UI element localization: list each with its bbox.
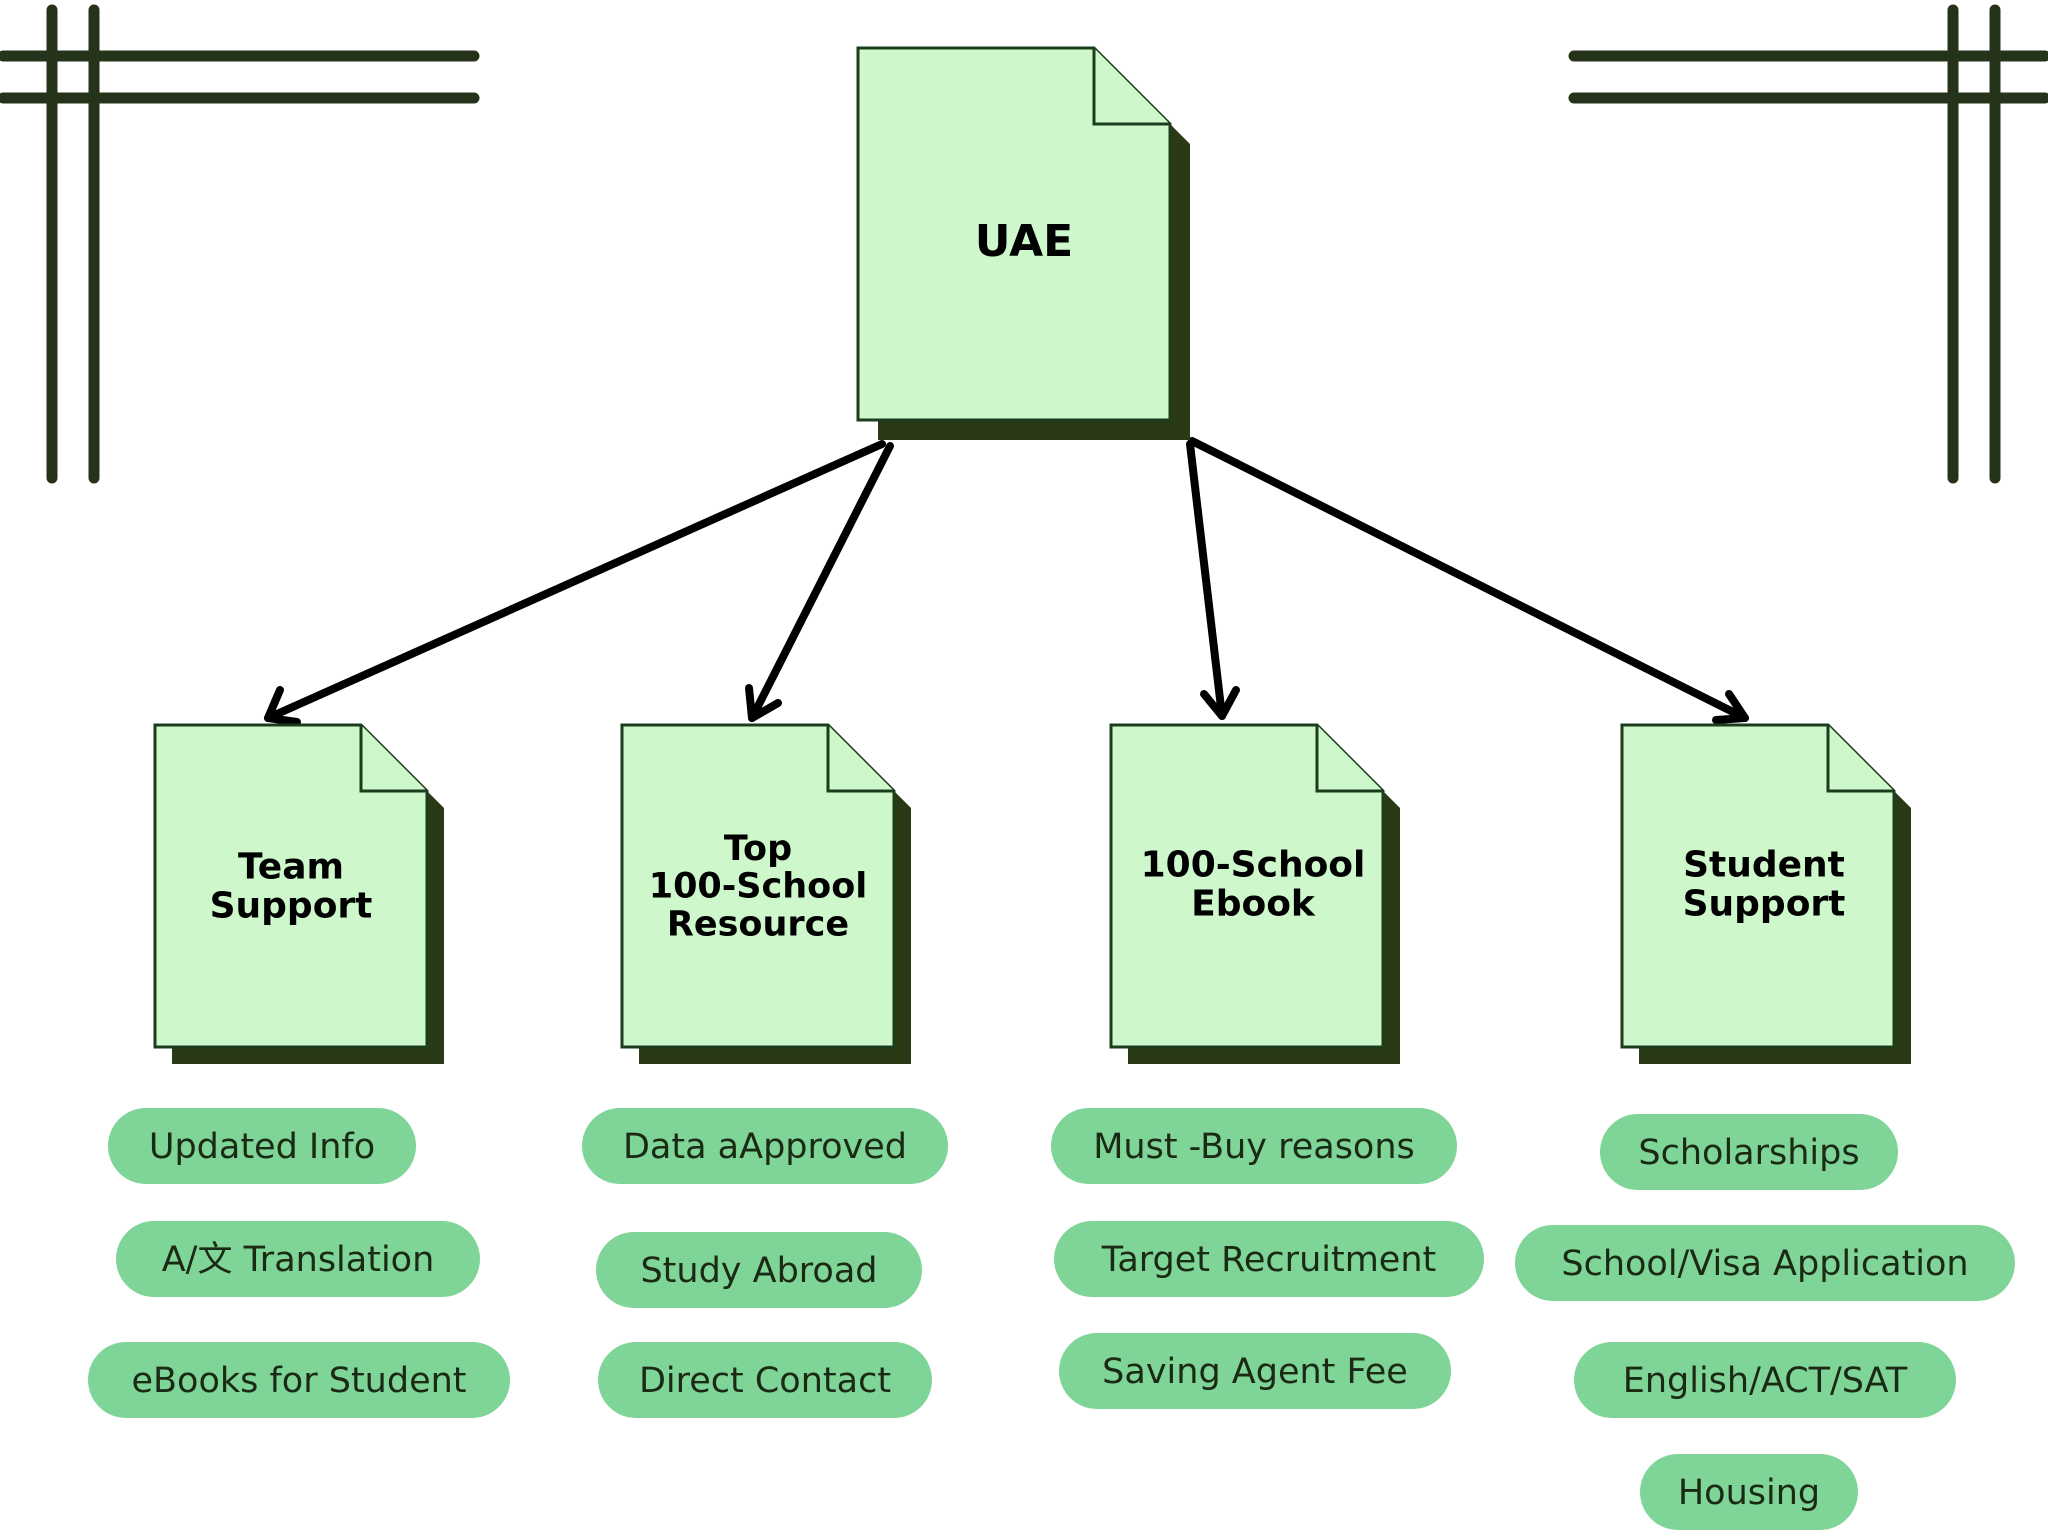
pill-background: [598, 1342, 932, 1418]
root-doc-shape-fold: [1092, 48, 1170, 126]
arrow-head-team-support: [264, 686, 301, 726]
category-doc-team-fold: [359, 725, 427, 793]
pill-ebook-2: Saving Agent Fee: [1059, 1333, 1451, 1409]
pill-label: eBooks for Student: [131, 1361, 466, 1401]
pill-background: [582, 1108, 948, 1184]
category-doc-ebook-fold: [1315, 725, 1383, 793]
category-title-resource-line-1: 100-School: [649, 867, 868, 907]
pill-label: Updated Info: [149, 1127, 375, 1167]
category-title-student-line-1: Support: [1683, 883, 1846, 924]
arrow-to-top-100-school-resource: [748, 442, 894, 722]
corner-frame-right: [1568, 4, 2048, 484]
pill-background: [1600, 1114, 1898, 1190]
pill-student-3: Housing: [1640, 1454, 1858, 1530]
root-document-node: UAE: [856, 46, 1190, 440]
pill-background: [1054, 1221, 1484, 1297]
pill-label: Target Recruitment: [1101, 1240, 1436, 1280]
pill-resource-1: Study Abroad: [596, 1232, 922, 1308]
category-doc-ebook-page: [1109, 723, 1385, 1049]
pill-ebook-1: Target Recruitment: [1054, 1221, 1484, 1297]
pill-background: [1059, 1333, 1451, 1409]
arrow-to-100-school-ebook: [1186, 440, 1226, 720]
pill-label: A/文 Translation: [162, 1240, 435, 1280]
pill-background: [116, 1221, 480, 1297]
root-title: UAE: [975, 216, 1073, 267]
arrow-head-student-support: [1712, 690, 1749, 724]
category-document-nodes: TeamSupportTop100-SchoolResource100-Scho…: [153, 723, 1911, 1064]
category-title-ebook-line-0: 100-School: [1141, 845, 1366, 886]
pill-student-0: Scholarships: [1600, 1114, 1898, 1190]
pill-background: [1640, 1454, 1858, 1530]
pill-resource-2: Direct Contact: [598, 1342, 932, 1418]
pill-label: Must -Buy reasons: [1093, 1127, 1415, 1167]
category-title-resource-line-0: Top: [724, 829, 792, 869]
pill-label: English/ACT/SAT: [1623, 1361, 1908, 1401]
pill-label: Study Abroad: [640, 1251, 877, 1291]
category-doc-resource-page: [620, 723, 896, 1049]
arrow-head-100-school-ebook: [1200, 686, 1240, 720]
category-title-resource-line-2: Resource: [667, 904, 849, 944]
category-doc-student-page: [1620, 723, 1896, 1049]
pill-student-1: School/Visa Application: [1515, 1225, 2015, 1301]
pill-label: Data aApproved: [623, 1127, 907, 1167]
root-doc-shape-page: [856, 46, 1172, 422]
category-title-team-line-1: Support: [210, 885, 373, 926]
category-title-ebook-line-1: Ebook: [1191, 883, 1316, 924]
pill-label: Scholarships: [1638, 1133, 1859, 1173]
pill-team-1: A/文 Translation: [116, 1221, 480, 1297]
pill-background: [88, 1342, 510, 1418]
pill-team-0: Updated Info: [108, 1108, 416, 1184]
category-title-team-line-0: Team: [238, 847, 344, 888]
category-doc-resource-fold: [826, 725, 894, 793]
arrow-to-team-support: [264, 440, 886, 722]
pill-label: Housing: [1678, 1473, 1820, 1513]
pill-student-2: English/ACT/SAT: [1574, 1342, 1956, 1418]
pill-label: Saving Agent Fee: [1102, 1352, 1408, 1392]
pill-ebook-0: Must -Buy reasons: [1051, 1108, 1457, 1184]
pill-background: [1574, 1342, 1956, 1418]
pill-team-2: eBooks for Student: [88, 1342, 510, 1418]
pill-background: [596, 1232, 922, 1308]
category-title-student-line-0: Student: [1683, 845, 1845, 886]
corner-frame-left: [0, 4, 480, 484]
pill-label: Direct Contact: [639, 1361, 891, 1401]
arrow-head-top-100-school-resource: [745, 684, 782, 722]
pill-background: [1515, 1225, 2015, 1301]
connector-arrows: [264, 437, 1749, 726]
arrow-to-student-support: [1188, 437, 1749, 722]
pill-resource-0: Data aApproved: [582, 1108, 948, 1184]
pill-background: [108, 1108, 416, 1184]
pill-background: [1051, 1108, 1457, 1184]
category-doc-team-page: [153, 723, 429, 1049]
pill-label: School/Visa Application: [1561, 1244, 1968, 1284]
category-doc-student-fold: [1826, 725, 1894, 793]
root-doc-shape: [856, 46, 1190, 440]
